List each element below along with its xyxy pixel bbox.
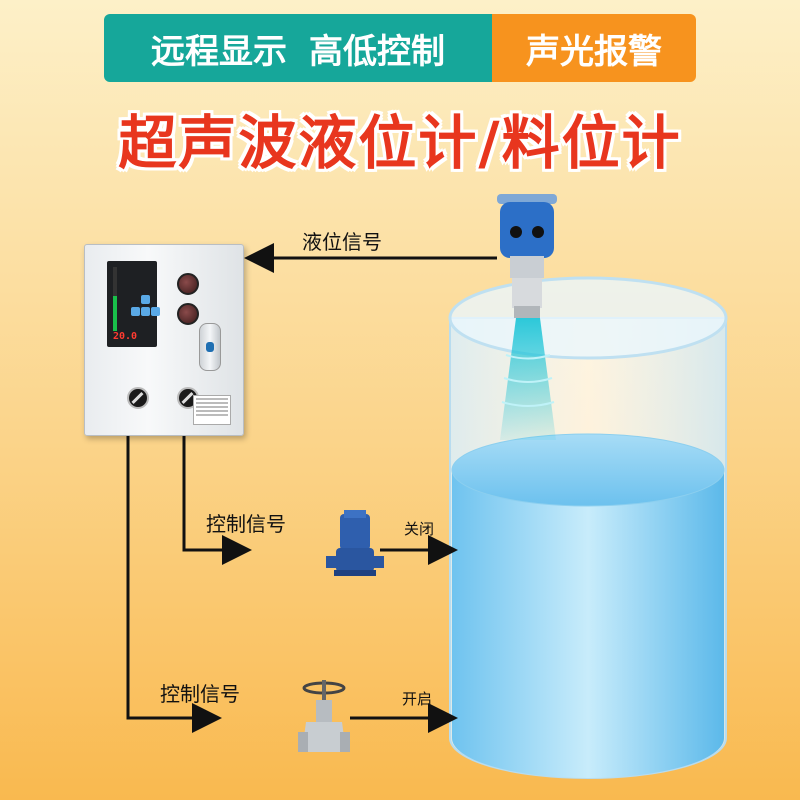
door-handle	[199, 323, 221, 371]
level-bar	[113, 267, 117, 331]
level-bar-fill	[113, 295, 117, 331]
valve-signal-line-a	[126, 434, 222, 733]
upper-limit-lamp	[177, 273, 199, 295]
label-close: 关闭	[404, 520, 435, 538]
label-level-signal: 液位信号	[302, 230, 382, 254]
lower-limit-lamp	[177, 303, 199, 325]
page-title: 超声波液位计/料位计	[118, 109, 682, 177]
pump-signal-line-a	[182, 434, 252, 565]
nameplate	[193, 395, 231, 425]
gate-valve-icon	[298, 680, 350, 752]
label-open: 开启	[402, 690, 433, 708]
tank-icon	[448, 276, 728, 779]
level-meter: 20.0	[107, 261, 160, 347]
label-control-signal-pump: 控制信号	[206, 512, 286, 536]
power-switch-knob	[127, 387, 149, 409]
meter-readout: 20.0	[113, 331, 138, 342]
banner-item-remote-display: 远程显示	[151, 31, 287, 72]
banner-item-high-low-control: 高低控制	[309, 31, 445, 72]
pump-icon	[326, 510, 384, 576]
banner-left: 远程显示 高低控制	[104, 14, 492, 82]
feature-banner: 远程显示 高低控制 声光报警	[104, 14, 696, 82]
banner-item-alarm: 声光报警	[492, 14, 696, 82]
control-panel-icon: 20.0	[84, 244, 244, 436]
label-control-signal-valve: 控制信号	[160, 682, 240, 706]
ultrasonic-sensor-icon	[497, 194, 557, 318]
ultrasonic-beam	[500, 318, 556, 440]
